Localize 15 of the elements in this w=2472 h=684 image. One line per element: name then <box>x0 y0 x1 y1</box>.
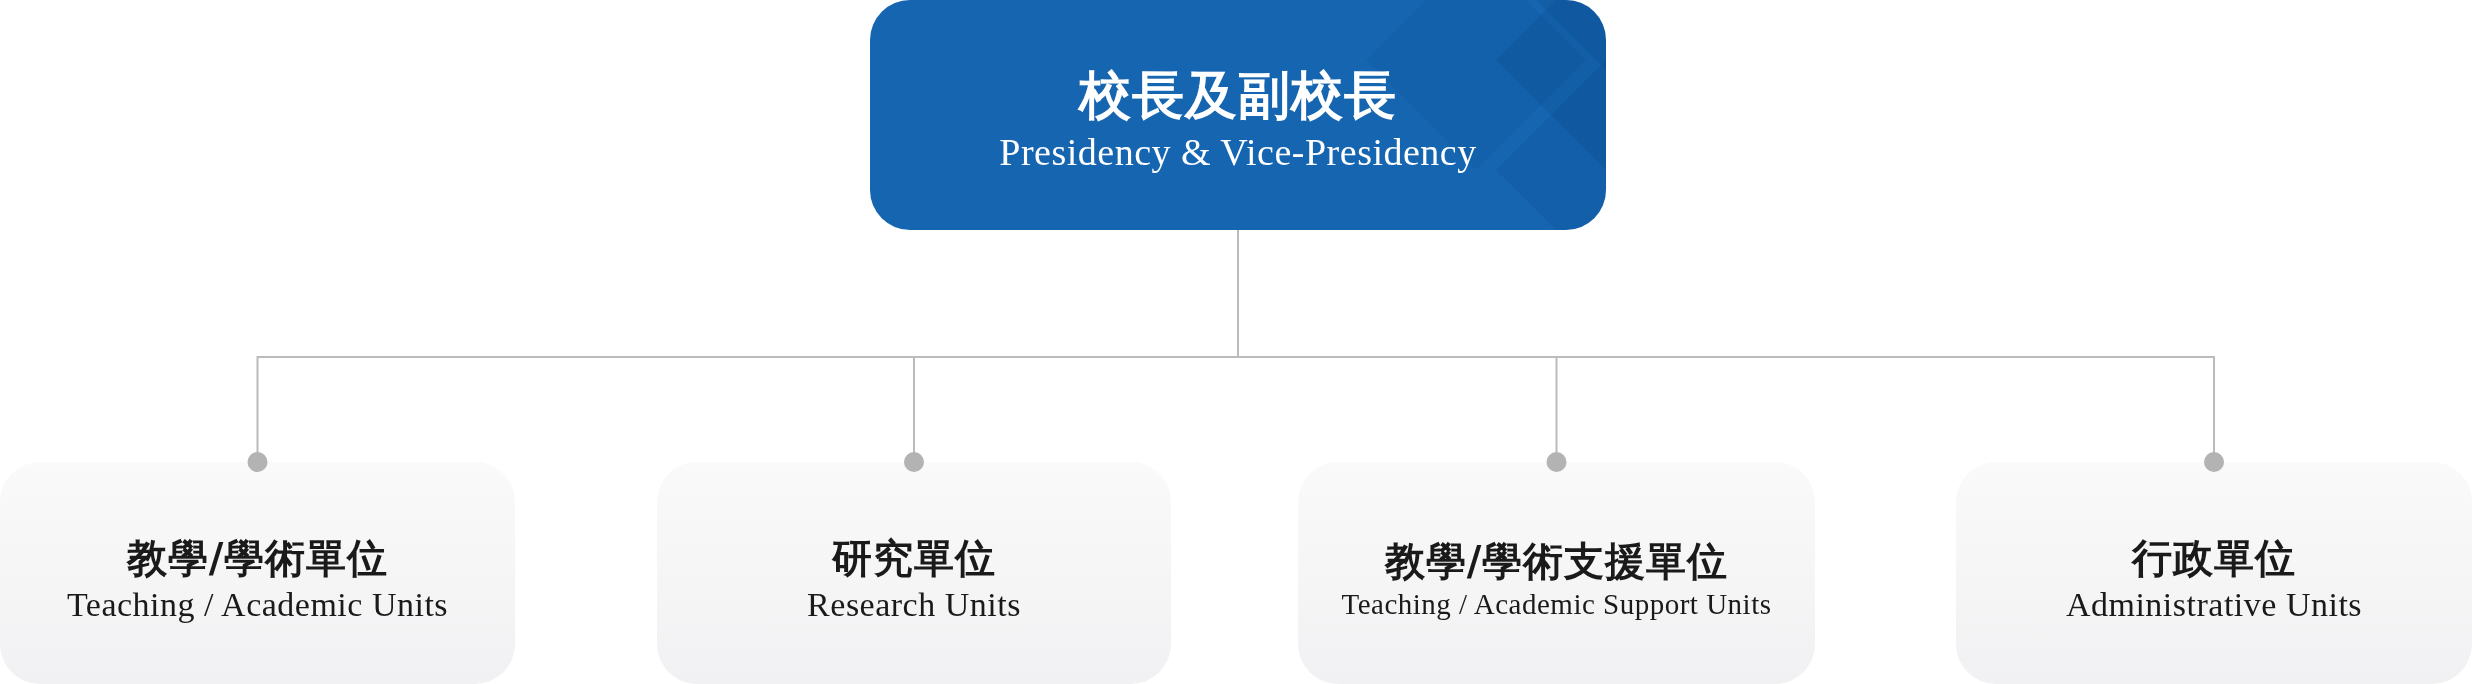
unit-title: 行政單位 <box>2132 533 2296 583</box>
unit-subtitle: Presidency & Vice-Presidency <box>999 129 1477 175</box>
unit-box <box>0 462 515 684</box>
unit-box <box>1956 462 2472 684</box>
unit-box <box>657 462 1171 684</box>
unit-subtitle: Research Units <box>807 584 1021 625</box>
unit-subtitle: Teaching / Academic Units <box>66 584 449 625</box>
unit-title: 校長及副校長 <box>1079 63 1397 127</box>
leadership-box <box>870 0 1606 230</box>
unit-subtitle: Administrative Units <box>2065 584 2363 625</box>
unit-title: 教學/學術單位 <box>126 533 389 583</box>
unit-title: 研究單位 <box>832 533 996 583</box>
unit-subtitle: Teaching / Academic Support Units <box>1341 587 1772 623</box>
unit-box <box>1298 462 1815 684</box>
unit-title: 教學/學術支援單位 <box>1384 537 1729 587</box>
